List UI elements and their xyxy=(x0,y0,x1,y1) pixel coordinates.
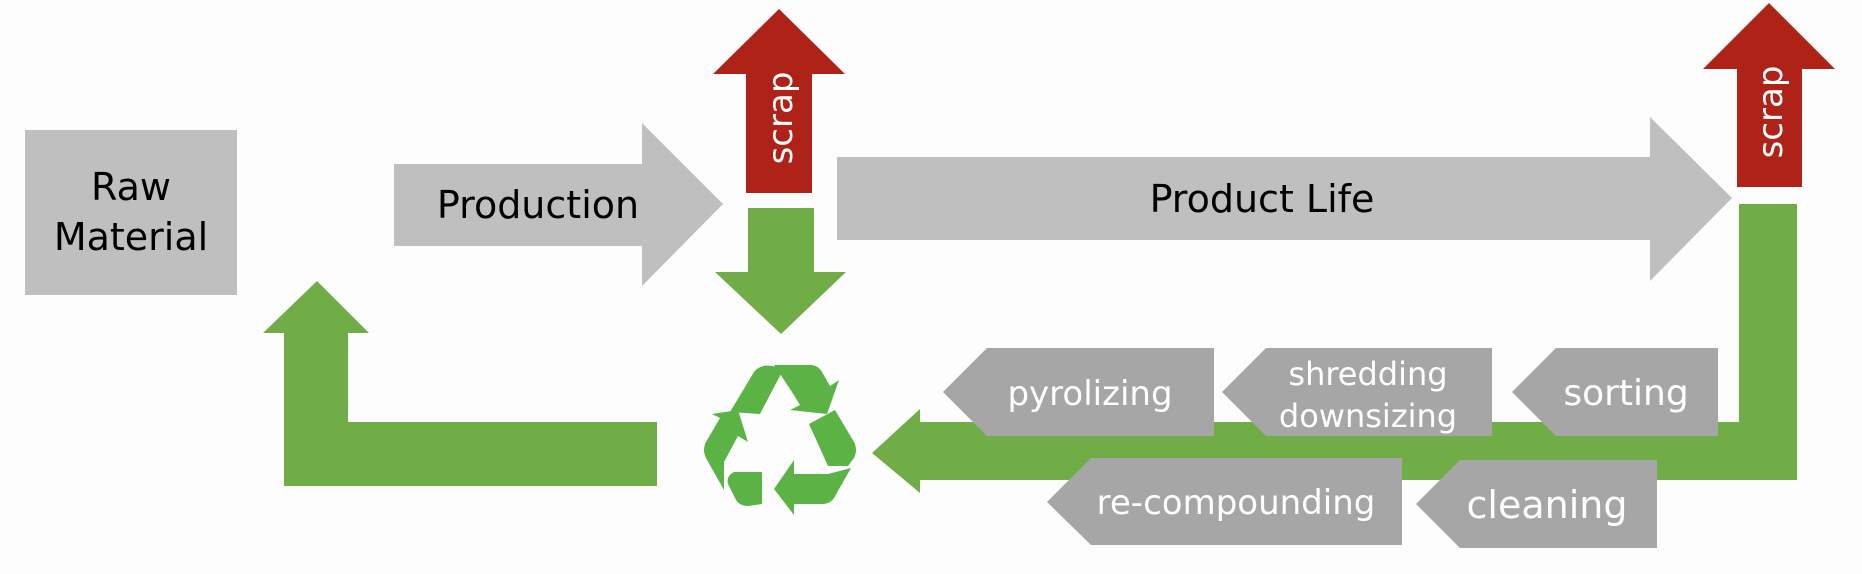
step-re-compounding-label: re-compounding xyxy=(1097,483,1376,523)
product-life-label: Product Life xyxy=(1150,177,1375,221)
step-sorting: sorting xyxy=(1512,348,1718,436)
product-life-arrow: Product Life xyxy=(837,117,1732,281)
step-sorting-label: sorting xyxy=(1563,373,1688,414)
step-shredding-label-line1: shredding xyxy=(1288,355,1447,393)
step-pyrolizing: pyrolizing xyxy=(943,348,1214,436)
step-cleaning-label: cleaning xyxy=(1467,483,1628,527)
scrap-arrow-2: scrap xyxy=(1703,3,1835,187)
scrap-label-2: scrap xyxy=(1751,66,1791,159)
production-arrow: Production xyxy=(394,123,723,286)
step-shredding-downsizing: shredding downsizing xyxy=(1222,348,1492,436)
raw-material-box: Raw Material xyxy=(25,130,237,295)
production-label: Production xyxy=(437,183,639,227)
green-feedback-arrow xyxy=(263,281,657,486)
step-pyrolizing-label: pyrolizing xyxy=(1007,374,1172,414)
green-down-arrow xyxy=(715,208,846,334)
raw-material-label-line2: Material xyxy=(54,215,208,259)
raw-material-label-line1: Raw xyxy=(91,165,171,209)
step-cleaning: cleaning xyxy=(1416,460,1657,548)
step-shredding-label-line2: downsizing xyxy=(1279,397,1457,435)
scrap-arrow-1: scrap xyxy=(713,9,845,193)
scrap-label-1: scrap xyxy=(761,72,801,165)
step-re-compounding: re-compounding xyxy=(1047,458,1402,545)
recycle-icon xyxy=(704,365,856,515)
